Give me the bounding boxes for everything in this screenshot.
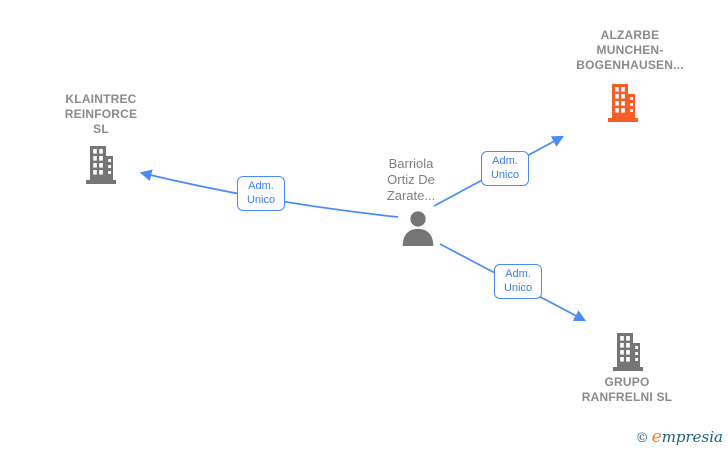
brand-initial: e <box>651 427 662 447</box>
building-icon-klaintrec[interactable] <box>84 145 118 190</box>
company-name-klaintrec: KLAINTREC REINFORCE SL <box>64 92 138 136</box>
person-name: Barriola Ortiz De Zarate... <box>386 156 436 203</box>
brand-name: mpresia <box>661 428 723 446</box>
edge-label-klaintrec[interactable]: Adm. Unico <box>237 176 285 211</box>
building-icon-grupo[interactable] <box>611 332 645 377</box>
empresia-watermark: ©empresia <box>636 427 723 447</box>
copyright-symbol: © <box>635 431 649 446</box>
company-name-grupo: GRUPO RANFRELNI SL <box>581 375 673 404</box>
person-icon[interactable] <box>400 210 436 251</box>
edge-label-alzarbe[interactable]: Adm. Unico <box>481 151 529 186</box>
building-icon-alzarbe[interactable] <box>606 83 640 128</box>
edge-label-grupo[interactable]: Adm. Unico <box>494 264 542 299</box>
company-name-alzarbe: ALZARBE MUNCHEN- BOGENHAUSEN... <box>576 28 684 72</box>
